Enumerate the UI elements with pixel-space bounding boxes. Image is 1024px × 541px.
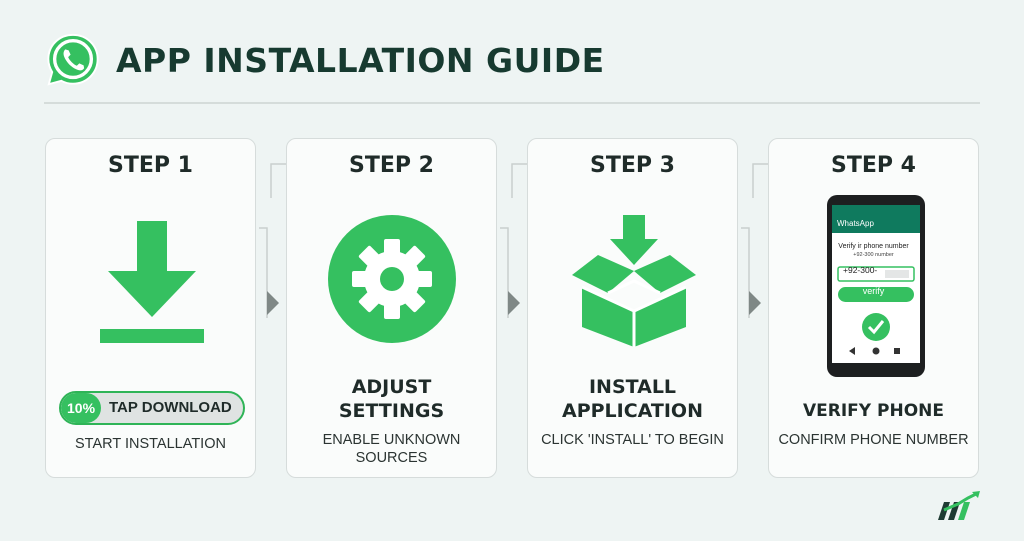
step-4-card: STEP 4 WhatsApp Verify ir phone number +…: [768, 138, 979, 478]
whatsapp-logo-icon: [47, 33, 99, 86]
header: APP INSTALLATION GUIDE: [44, 28, 605, 92]
phone-verify-button[interactable]: verify: [862, 286, 885, 296]
step-3-subtitle: CLICK 'INSTALL' TO BEGIN: [541, 432, 724, 448]
step-2-heading-line-1: ADJUST: [351, 376, 432, 398]
step-2-card: STEP 2 ADJUST SETTINGS ENABLE UNKNOWN SO…: [286, 138, 497, 478]
step-1-title: STEP 1: [108, 153, 193, 178]
open-box-icon: [572, 215, 696, 347]
phone-number-hint: +92-300 number: [853, 252, 894, 258]
step-4-title: STEP 4: [831, 153, 916, 178]
step-3-card: STEP 3 INSTALL APPLICATION CLICK 'INSTAL…: [527, 138, 738, 478]
step-3-title: STEP 3: [590, 153, 675, 178]
brand-logo-icon: [938, 491, 980, 520]
download-progress-bar[interactable]: 10% TAP DOWNLOAD: [59, 391, 245, 425]
phone-verify-heading: Verify ir phone number: [838, 243, 909, 250]
step-1-subtitle: START INSTALLATION: [75, 436, 226, 452]
step-4-heading: VERIFY PHONE: [802, 401, 944, 421]
header-divider: [44, 102, 980, 104]
step-2-subtitle-line-1: ENABLE UNKNOWN: [322, 432, 461, 448]
page-title: APP INSTALLATION GUIDE: [116, 40, 605, 80]
step-2-heading-line-2: SETTINGS: [338, 400, 445, 422]
step-2-subtitle-line-2: SOURCES: [355, 450, 428, 466]
step-1-card: STEP 1 10% TAP DOWNLOAD START INSTALLATI…: [45, 138, 256, 478]
step-4-subtitle: CONFIRM PHONE NUMBER: [778, 432, 969, 448]
progress-fill: [61, 393, 101, 423]
step-3-heading-line-1: INSTALL: [588, 376, 677, 398]
progress-percent: 10%: [67, 400, 96, 416]
step-2-title: STEP 2: [349, 153, 434, 178]
gear-icon: [328, 215, 456, 343]
smartphone-icon: [827, 195, 925, 377]
step-3-heading-line-2: APPLICATION: [562, 400, 703, 422]
tap-download-label: TAP DOWNLOAD: [109, 399, 232, 416]
phone-number-field[interactable]: +92-300-: [843, 265, 878, 275]
phone-app-name: WhatsApp: [837, 219, 874, 228]
download-icon: [100, 221, 204, 343]
